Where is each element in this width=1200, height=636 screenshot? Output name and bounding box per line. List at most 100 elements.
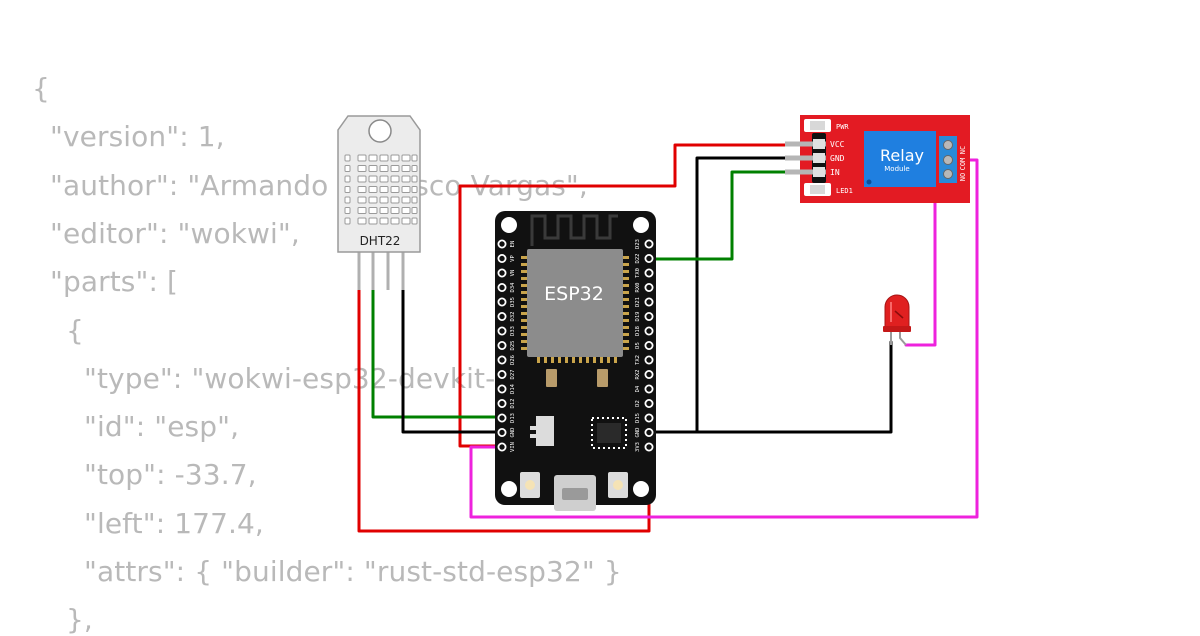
wire-led-gnd-black[interactable] — [647, 340, 893, 434]
esp32-pin-d14[interactable] — [497, 384, 507, 394]
dht22-grille — [344, 154, 418, 225]
esp32-pin-d32[interactable] — [497, 311, 507, 321]
esp32-devkit[interactable]: ESP32 ENVPVND34D35D32D33D25D26D27D14D12D… — [495, 211, 656, 511]
esp32-pin-d23[interactable] — [644, 239, 654, 249]
esp32-mount-hole — [633, 481, 649, 497]
esp32-pin-label: D4 — [635, 385, 641, 392]
antenna-trace — [530, 214, 618, 246]
wire-relay-in-green[interactable] — [647, 170, 787, 261]
relay-module[interactable]: VCC GND IN PWR LED1 Relay Module NC COM … — [785, 115, 970, 203]
esp32-pin-rx0[interactable] — [644, 282, 654, 292]
esp32-pin-d34[interactable] — [497, 282, 507, 292]
esp32-pin-d27[interactable] — [497, 369, 507, 379]
esp32-pin-d21[interactable] — [644, 297, 654, 307]
esp32-pin-d19[interactable] — [644, 311, 654, 321]
esp32-pin-label: D26 — [510, 355, 516, 365]
esp32-pin-d13[interactable] — [497, 413, 507, 423]
voltage-regulator — [536, 416, 554, 446]
esp32-pin-d5[interactable] — [644, 340, 654, 350]
esp32-pin-label: GND — [510, 428, 516, 438]
esp32-pin-tx0[interactable] — [644, 268, 654, 278]
esp32-pin-d2[interactable] — [644, 398, 654, 408]
esp32-pin-d22[interactable] — [644, 253, 654, 263]
esp32-pin-label: D21 — [635, 297, 641, 307]
pwr-led-label: PWR — [836, 123, 849, 131]
esp32-pin-d18[interactable] — [644, 326, 654, 336]
esp32-pin-label: D33 — [510, 326, 516, 336]
esp32-pin-label: D23 — [635, 239, 641, 249]
esp32-pin-label: D34 — [510, 282, 516, 293]
esp32-pin-label: RX0 — [635, 283, 641, 293]
esp32-pin-vp[interactable] — [497, 253, 507, 263]
relay-pin-label: VCC — [830, 140, 845, 149]
wire-dht-gnd-black[interactable] — [401, 288, 503, 434]
wire-dht-data-green[interactable] — [371, 288, 503, 419]
esp32-pin-vn[interactable] — [497, 268, 507, 278]
esp32-pin-label: EN — [510, 241, 516, 248]
esp32-pin-label: GND — [635, 428, 641, 438]
esp32-pin-label: D27 — [510, 370, 516, 380]
esp32-chip-label: ESP32 — [544, 283, 604, 305]
wire-vcc-red[interactable] — [458, 143, 787, 448]
red-led[interactable] — [883, 294, 911, 346]
code-line: }, — [66, 603, 93, 636]
esp32-mount-hole — [501, 481, 517, 497]
esp32-mount-hole — [633, 217, 649, 233]
dht22-mount-hole — [368, 119, 392, 143]
code-line: { — [32, 72, 50, 105]
code-line: "type": "wokwi-esp32-devkit-v1", — [84, 361, 552, 395]
esp32-pin-d12[interactable] — [497, 398, 507, 408]
code-line: "editor": "wokwi", — [50, 216, 300, 250]
relay-pin-label: IN — [830, 168, 840, 177]
esp32-pin-label: D14 — [510, 383, 516, 394]
dht22-sensor[interactable]: DHT22 — [337, 115, 421, 290]
esp32-pin-vin[interactable] — [497, 442, 507, 452]
esp32-pin-d15[interactable] — [644, 413, 654, 423]
esp32-pin-label: D19 — [635, 312, 641, 322]
esp32-pin-label: D5 — [635, 342, 641, 349]
esp32-pin-label: D12 — [510, 399, 516, 409]
relay-subtitle: Module — [884, 165, 909, 173]
esp32-pin-label: TX0 — [635, 268, 641, 278]
wire-com-magenta[interactable] — [469, 158, 979, 519]
esp32-pin-label: D32 — [510, 312, 516, 322]
esp32-pin-d4[interactable] — [644, 384, 654, 394]
relay-title: Relay — [880, 146, 924, 165]
esp32-pin-d33[interactable] — [497, 326, 507, 336]
led1-label: LED1 — [836, 187, 853, 195]
esp32-pin-gnd[interactable] — [644, 427, 654, 437]
esp32-pin-label: 3V3 — [635, 442, 641, 452]
esp32-pin-d35[interactable] — [497, 297, 507, 307]
terminal-label-no: NO — [959, 173, 967, 181]
esp32-pin-label: D22 — [635, 254, 641, 264]
esp32-pin-label: D25 — [510, 341, 516, 351]
esp32-pin-gnd[interactable] — [497, 427, 507, 437]
esp32-pin-label: RX2 — [635, 370, 641, 380]
esp32-pin-d25[interactable] — [497, 340, 507, 350]
esp32-pin-rx2[interactable] — [644, 369, 654, 379]
relay-coil — [864, 131, 936, 187]
esp32-pin-tx2[interactable] — [644, 355, 654, 365]
code-line: "top": -33.7, — [84, 458, 257, 492]
esp32-pin-label: D18 — [635, 326, 641, 336]
esp32-pin-label: VN — [510, 270, 516, 277]
esp32-mount-hole — [501, 217, 517, 233]
terminal-label-nc: NC — [959, 146, 967, 154]
esp32-pin-d26[interactable] — [497, 355, 507, 365]
dht22-label: DHT22 — [360, 234, 401, 248]
code-line: "attrs": { "builder": "rust-std-esp32" } — [84, 555, 622, 588]
esp32-pin-label: D2 — [635, 400, 641, 407]
code-line: { — [66, 313, 84, 347]
esp32-pin-label: TX2 — [635, 355, 641, 365]
terminal-label-com: COM — [959, 158, 967, 171]
wire-relay-gnd-black[interactable] — [647, 156, 787, 434]
esp32-pin-en[interactable] — [497, 239, 507, 249]
esp32-pin-label: D13 — [510, 413, 516, 423]
code-line: "id": "esp", — [84, 410, 240, 444]
esp32-pin-label: VIN — [510, 442, 516, 452]
esp32-chip — [527, 249, 623, 357]
esp32-pin-3v3[interactable] — [644, 442, 654, 452]
code-line: "left": 177.4, — [84, 506, 264, 540]
code-line: "parts": [ — [50, 265, 179, 299]
